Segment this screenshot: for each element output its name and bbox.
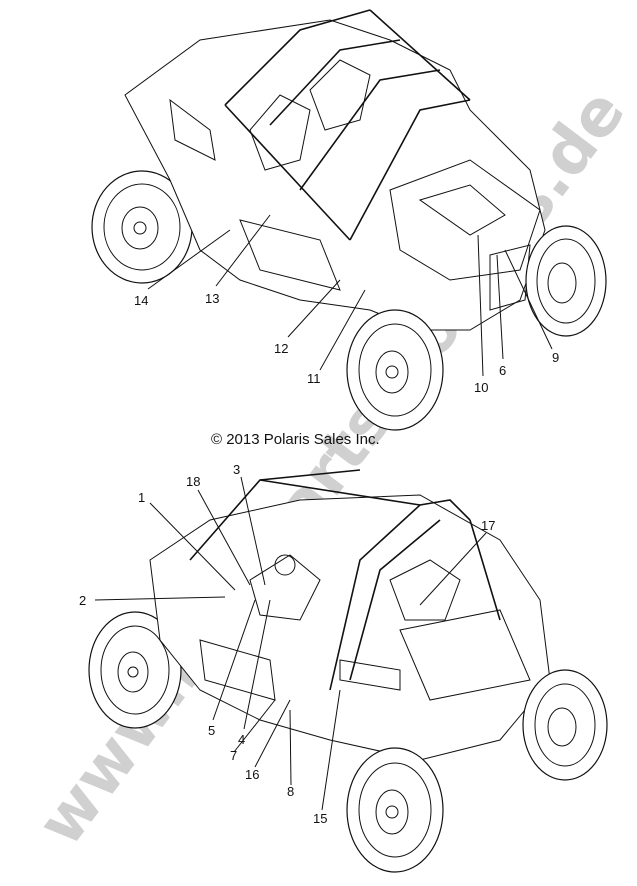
top-leader-lines — [147, 214, 553, 377]
callout-15: 15 — [313, 811, 327, 826]
top-callout-labels: 14 13 12 11 10 6 9 — [134, 291, 559, 395]
bottom-front-left-tire — [346, 747, 444, 873]
callout-10: 10 — [474, 380, 488, 395]
callout-9: 9 — [552, 350, 559, 365]
bottom-vehicle-illustration — [88, 469, 608, 873]
top-front-right-tire — [525, 225, 607, 337]
callout-7: 7 — [230, 748, 237, 763]
callout-3: 3 — [233, 462, 240, 477]
bottom-rear-left-tire — [88, 611, 182, 729]
callout-16: 16 — [245, 767, 259, 782]
callout-5: 5 — [208, 723, 215, 738]
callout-11: 11 — [307, 371, 321, 386]
top-vehicle-illustration — [91, 9, 607, 431]
callout-2: 2 — [79, 593, 86, 608]
callout-4: 4 — [238, 732, 245, 747]
bottom-callout-labels: 1 18 3 2 17 5 4 7 16 8 15 — [79, 462, 495, 826]
callout-18: 18 — [186, 474, 200, 489]
callout-17: 17 — [481, 518, 495, 533]
callout-1: 1 — [138, 490, 145, 505]
top-front-left-tire — [346, 309, 444, 431]
bottom-body-outline — [149, 494, 551, 761]
callout-13: 13 — [205, 291, 219, 306]
callout-8: 8 — [287, 784, 294, 799]
callout-6: 6 — [499, 363, 506, 378]
top-body-outline — [124, 19, 546, 331]
callout-14: 14 — [134, 293, 148, 308]
bottom-leader-lines — [94, 476, 487, 811]
callout-12: 12 — [274, 341, 288, 356]
copyright-notice: © 2013 Polaris Sales Inc. — [211, 431, 380, 448]
bottom-front-right-tire — [522, 669, 608, 781]
